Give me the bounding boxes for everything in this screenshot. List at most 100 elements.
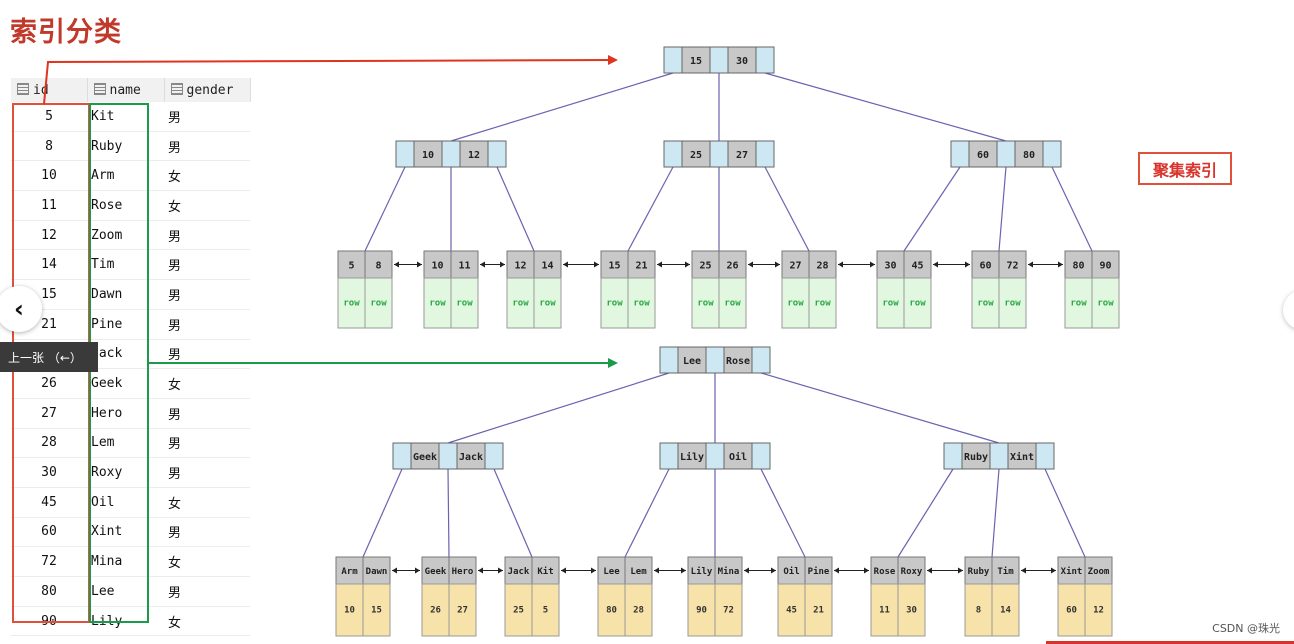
leaf-link-arrowhead	[927, 567, 932, 574]
cell-id: 8	[11, 131, 87, 162]
secondary-leaf-data-label: 72	[723, 606, 734, 616]
clustered-leaf-data	[364, 277, 393, 329]
clustered-leaf-data	[600, 277, 629, 329]
leaf-link-arrowhead	[498, 567, 503, 574]
clustered-leaf-key	[998, 250, 1027, 279]
cell-id: 72	[11, 546, 87, 577]
secondary-edge	[447, 372, 670, 444]
clustered-leaf-data-label: row	[429, 299, 446, 309]
secondary-leaf-data-label: 8	[976, 606, 981, 616]
secondary-edge	[624, 468, 670, 558]
clustered-leaf-data-label: row	[1070, 299, 1087, 309]
secondary-leaf-key	[687, 556, 716, 585]
clustered-leaf-key-label: 12	[514, 261, 526, 272]
clustered-internal-key-label: 80	[1023, 150, 1035, 161]
secondary-leaf-data	[897, 583, 926, 637]
secondary-edge	[760, 372, 1000, 444]
watermark: CSDN @珠光	[1212, 622, 1280, 635]
clustered-internal-key	[413, 140, 443, 168]
cell-id: 11	[11, 190, 87, 221]
secondary-internal-pointer	[392, 442, 412, 470]
clustered-leaf-data-label: row	[606, 299, 623, 309]
cell-id: 26	[11, 368, 87, 399]
clustered-leaf-data-label: row	[370, 299, 387, 309]
secondary-leaf-data	[777, 583, 806, 637]
column-icon	[93, 82, 106, 95]
clustered-leaf-data	[876, 277, 905, 329]
prev-tooltip: 上一张 （←）	[0, 342, 98, 372]
cell-id: 27	[11, 398, 87, 429]
clustered-leaf-data-label: row	[909, 299, 926, 309]
clustered-root-key-label: 15	[690, 56, 702, 67]
clustered-leaf-key-label: 27	[789, 261, 801, 272]
cell-gender: 女	[164, 606, 250, 637]
clustered-leaf-data	[1064, 277, 1093, 329]
clustered-leaf-key-label: 21	[635, 261, 647, 272]
clustered-leaf-data-label: row	[724, 299, 741, 309]
clustered-leaf-key-label: 25	[699, 261, 711, 272]
clustered-leaf-key	[876, 250, 905, 279]
cell-gender: 女	[164, 190, 250, 221]
cell-gender: 男	[164, 428, 250, 459]
clustered-internal-key-label: 25	[690, 150, 702, 161]
clustered-leaf-key	[1091, 250, 1120, 279]
clustered-leaf-key-label: 60	[979, 261, 991, 272]
cell-gender: 男	[164, 102, 250, 132]
column-header-name[interactable]: name	[87, 78, 165, 102]
clustered-leaf-data	[808, 277, 837, 329]
clustered-edge	[627, 166, 674, 252]
secondary-leaf-key-label: Lee	[603, 567, 620, 577]
leaf-link-arrowhead	[771, 567, 776, 574]
leaf-link-arrowhead	[965, 261, 970, 268]
clustered-leaf-key-label: 80	[1072, 261, 1084, 272]
clustered-edge	[764, 72, 1007, 142]
clustered-root-key-label: 30	[736, 56, 748, 67]
secondary-internal-key	[677, 442, 707, 470]
cell-name: Arm	[87, 160, 164, 192]
leaf-link-arrowhead	[392, 567, 397, 574]
clustered-leaf-data-label: row	[882, 299, 899, 309]
prev-image-button[interactable]: ‹	[0, 286, 42, 332]
clustered-leaf-key-label: 26	[726, 261, 738, 272]
clustered-leaf-key-label: 45	[911, 261, 923, 272]
secondary-internal-key	[1007, 442, 1037, 470]
clustered-internal-pointer	[487, 140, 507, 168]
cell-id: 10	[11, 160, 87, 192]
clustered-leaf-data	[1091, 277, 1120, 329]
secondary-leaf-key-label: Mina	[718, 566, 740, 577]
cell-name: Ruby	[87, 131, 164, 162]
leaf-link-arrowhead	[1058, 261, 1063, 268]
secondary-leaf-key-label: Oil	[783, 566, 799, 577]
secondary-root-key	[723, 346, 753, 374]
cell-id: 80	[11, 576, 87, 607]
clustered-leaf-key-label: 30	[884, 261, 896, 272]
secondary-leaf-key-label: Dawn	[366, 567, 388, 577]
cell-id: 5	[11, 102, 87, 132]
leaf-link-arrowhead	[657, 261, 662, 268]
secondary-leaf-data-label: 14	[1000, 606, 1011, 616]
cell-gender: 男	[164, 279, 250, 310]
secondary-leaf-key	[1057, 556, 1086, 585]
cell-name: Geek	[87, 368, 164, 399]
column-header-gender[interactable]: gender	[164, 78, 251, 102]
secondary-internal-key-label: Lily	[680, 451, 704, 463]
key-column-icon	[17, 82, 29, 95]
next-image-button[interactable]	[1283, 290, 1294, 330]
secondary-edge	[760, 468, 806, 558]
clustered-internal-pointer	[950, 140, 970, 168]
clustered-internal-key-label: 60	[977, 150, 989, 161]
clustered-leaf-key	[691, 250, 720, 279]
leaf-link-arrowhead	[417, 261, 422, 268]
clustered-edge	[903, 166, 961, 252]
clustered-leaf-key	[337, 250, 366, 279]
cell-gender: 女	[164, 487, 250, 518]
leaf-link-arrowhead	[748, 261, 753, 268]
